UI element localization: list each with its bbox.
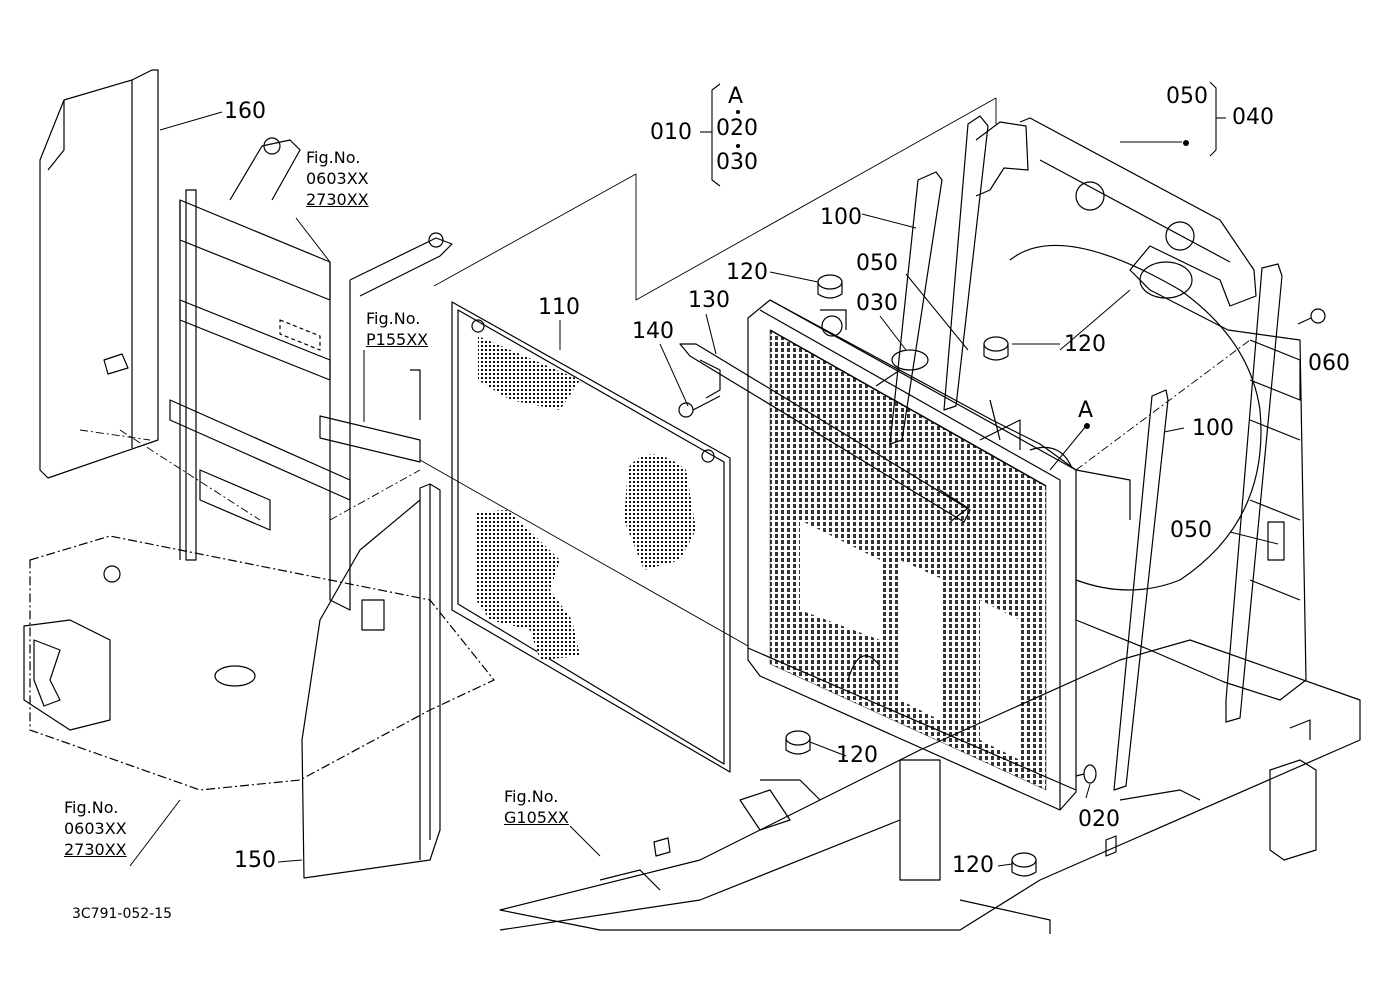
callout-010[interactable]: 010 [650,120,692,145]
callout-a-radiator[interactable]: A [1078,398,1094,423]
callout-020-group[interactable]: 020 [716,116,758,141]
callout-120-top-left[interactable]: 120 [726,260,768,285]
seal-strip-right-vertical [1226,264,1282,722]
cushion-120-bottom-right[interactable] [1012,853,1036,876]
callout-020-drain[interactable]: 020 [1078,807,1120,832]
callout-030-cap[interactable]: 030 [856,291,898,316]
front-cover-150[interactable] [302,484,440,878]
callout-150[interactable]: 150 [234,848,276,873]
figure-ref-number: 0603XX [64,819,127,838]
figure-ref-title: Fig.No. [306,148,361,167]
figure-ref-g105xx[interactable]: Fig.No. G105XX [504,786,569,828]
seal-strip-100-top[interactable] [890,172,942,444]
frame-assembly-left [170,138,452,610]
bolt-140[interactable] [679,396,720,417]
callout-a-group[interactable]: A [728,84,744,109]
callout-120-top-right[interactable]: 120 [1064,332,1106,357]
radiator-core[interactable] [748,300,1076,810]
diagram-id: 3C791-052-15 [72,906,173,922]
figure-ref-title: Fig.No. [64,798,119,817]
group-bracket-010 [700,82,1226,186]
callout-130[interactable]: 130 [688,288,730,313]
callout-100-right[interactable]: 100 [1192,416,1234,441]
cushion-120-bottom[interactable] [786,731,810,754]
figure-ref-number: 2730XX [306,190,369,209]
callout-050-top[interactable]: 050 [856,251,898,276]
leader-lines [130,112,1278,866]
assembly-guide-lines [80,98,1250,646]
seal-strip-left-vertical [944,116,988,410]
callout-050-group[interactable]: 050 [1166,84,1208,109]
callout-050-right[interactable]: 050 [1170,518,1212,543]
callout-060[interactable]: 060 [1308,351,1350,376]
leader-dots [1084,140,1189,429]
figure-ref-0603xx-2730xx-top[interactable]: Fig.No. 0603XX 2730XX [306,147,369,210]
side-panel-160[interactable] [40,70,158,478]
figure-ref-0603xx-2730xx-bottom[interactable]: Fig.No. 0603XX 2730XX [64,797,127,860]
callout-160[interactable]: 160 [224,99,266,124]
drain-plug-020[interactable] [1076,765,1096,783]
callout-030-group[interactable]: 030 [716,150,758,175]
bracket-130[interactable] [680,344,970,522]
figure-ref-number: G105XX [504,808,569,827]
callout-120-bottom[interactable]: 120 [836,743,878,768]
figure-ref-number: 2730XX [64,840,127,859]
callout-120-bottom-right[interactable]: 120 [952,853,994,878]
radiator-screen-110[interactable] [452,302,730,772]
lower-frame-rails [500,640,1360,934]
figure-ref-number: P155XX [366,330,429,349]
callout-040[interactable]: 040 [1232,105,1274,130]
figure-ref-title: Fig.No. [366,309,421,328]
seal-strip-100-right[interactable] [1114,390,1168,790]
figure-ref-number: 0603XX [306,169,369,188]
callout-100-top[interactable]: 100 [820,205,862,230]
figure-ref-title: Fig.No. [504,787,559,806]
bolt-060[interactable] [1298,309,1325,324]
base-plate [24,536,494,790]
callout-110[interactable]: 110 [538,295,580,320]
cushion-120-top-right[interactable] [984,337,1008,360]
cushion-120-top-left[interactable] [818,275,842,298]
figure-ref-p155xx[interactable]: Fig.No. P155XX [366,308,428,350]
fan-shroud[interactable] [976,118,1306,700]
callout-140[interactable]: 140 [632,319,674,344]
